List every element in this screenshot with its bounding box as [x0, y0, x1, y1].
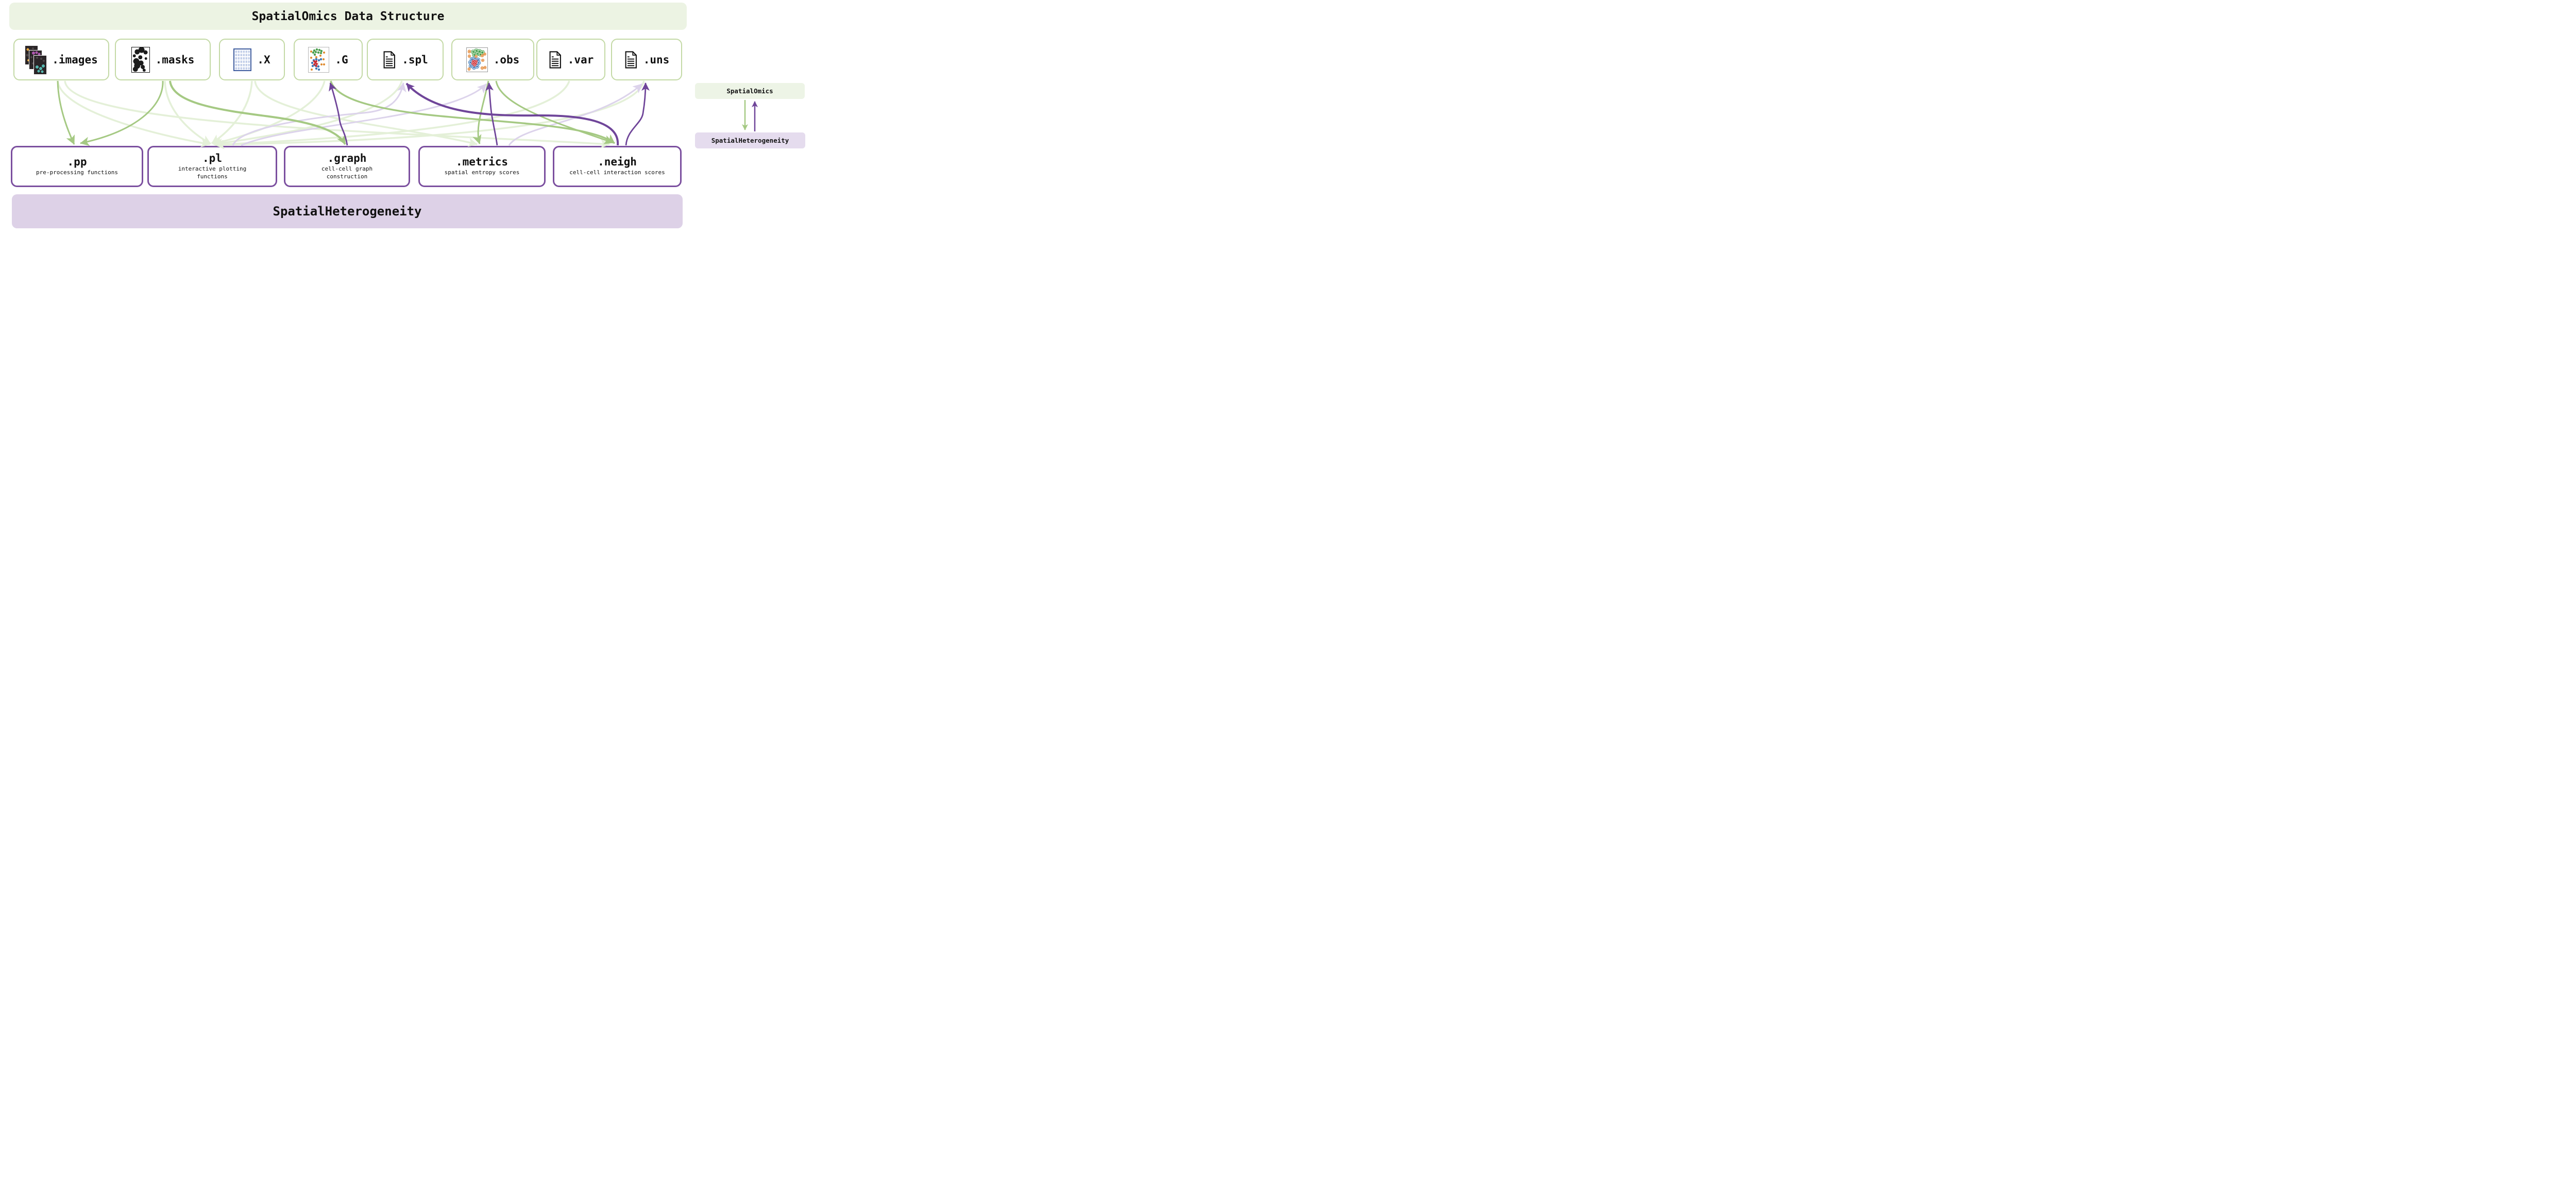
document-icon: [549, 51, 561, 69]
module-title-neigh: .neigh: [598, 156, 637, 169]
arrow-g-to-pl: [212, 80, 326, 147]
module-title-graph: .graph: [327, 152, 367, 165]
module-desc-pp: pre-processing functions: [36, 169, 118, 176]
attribute-label-masks: .masks: [155, 53, 195, 66]
attribute-label-spl: .spl: [402, 53, 428, 66]
attribute-label-var: .var: [567, 53, 594, 66]
spatialomics-data-structure-banner: SpatialOmics Data Structure: [9, 3, 687, 30]
spatialomics-diagram: SpatialOmics Data Structure .images .mas…: [0, 0, 816, 238]
arrow-spl-to-pl: [213, 80, 403, 148]
attribute-box-uns: .uns: [611, 39, 682, 80]
arrow-masks-to-pp: [80, 80, 164, 146]
page-title: SpatialOmics Data Structure: [251, 9, 445, 23]
graph-network-icon: [308, 46, 330, 73]
arrow-obs-to-neigh: [495, 80, 614, 144]
module-box-pl: .pl interactive plotting functions: [147, 146, 277, 187]
arrow-pl-to-spl: [232, 82, 406, 146]
attribute-box-spl: .spl: [367, 39, 444, 80]
attribute-box-obs: .obs: [451, 39, 534, 80]
attribute-label-obs: .obs: [493, 53, 520, 66]
attribute-box-var: .var: [536, 39, 605, 80]
arrow-obs-to-metrics: [472, 80, 489, 144]
matrix-grid-icon: [233, 48, 252, 71]
cells-icon: [466, 47, 488, 72]
arrow-var-to-pl: [214, 80, 570, 149]
arrow-x-to-metrics: [254, 80, 478, 147]
bottom-banner-label: SpatialHeterogeneity: [273, 204, 422, 219]
module-box-pp: .pp pre-processing functions: [11, 146, 143, 187]
attribute-label-uns: .uns: [643, 53, 670, 66]
arrow-images-to-neigh: [64, 80, 610, 149]
attribute-box-images: .images: [13, 39, 109, 80]
attribute-box-masks: .masks: [115, 39, 211, 80]
spatialheterogeneity-banner: SpatialHeterogeneity: [12, 194, 683, 228]
attribute-box-G: .G: [294, 39, 363, 80]
module-desc-neigh: cell-cell interaction scores: [569, 169, 665, 176]
module-title-pl: .pl: [202, 152, 222, 165]
attribute-box-X: .X: [219, 39, 285, 80]
module-box-graph: .graph cell-cell graph construction: [284, 146, 410, 187]
arrow-x-to-pl: [211, 80, 253, 144]
arrow-g-to-neigh: [330, 80, 616, 144]
arrow-metrics-to-uns: [508, 83, 643, 146]
arrow-neigh-to-uns: [625, 82, 650, 146]
arrow-masks-to-graph: [169, 80, 346, 145]
arrow-pl-to-obs: [241, 83, 487, 146]
attribute-label-images: .images: [52, 53, 98, 66]
masks-icon: [131, 46, 150, 73]
arrow-neigh-to-spl: [405, 82, 619, 146]
document-icon: [383, 51, 396, 69]
module-title-metrics: .metrics: [455, 156, 509, 169]
module-title-pp: .pp: [67, 156, 87, 169]
arrow-graph-to-g: [329, 82, 348, 146]
module-box-metrics: .metrics spatial entropy scores: [418, 146, 546, 187]
arrow-metrics-to-obs: [485, 82, 498, 146]
module-desc-pl: interactive plotting functions: [178, 165, 247, 180]
module-box-neigh: .neigh cell-cell interaction scores: [553, 146, 682, 187]
arrow-images-to-pp: [57, 80, 75, 145]
module-desc-metrics: spatial entropy scores: [444, 169, 520, 176]
legend-spatialomics-label: SpatialOmics: [726, 87, 773, 95]
document-icon: [625, 51, 637, 69]
arrow-uns-to-pl: [215, 80, 645, 149]
images-stack-icon: [25, 45, 47, 75]
attribute-label-G: .G: [335, 53, 348, 66]
arrow-masks-to-pl: [164, 80, 211, 145]
attribute-label-X: .X: [257, 53, 270, 66]
arrow-images-to-pl: [57, 80, 210, 148]
legend-spatialomics-box: SpatialOmics: [695, 83, 805, 99]
legend-spatialheterogeneity-box: SpatialHeterogeneity: [695, 132, 805, 148]
legend-spatialheterogeneity-label: SpatialHeterogeneity: [711, 137, 789, 144]
module-desc-graph: cell-cell graph construction: [321, 165, 373, 180]
